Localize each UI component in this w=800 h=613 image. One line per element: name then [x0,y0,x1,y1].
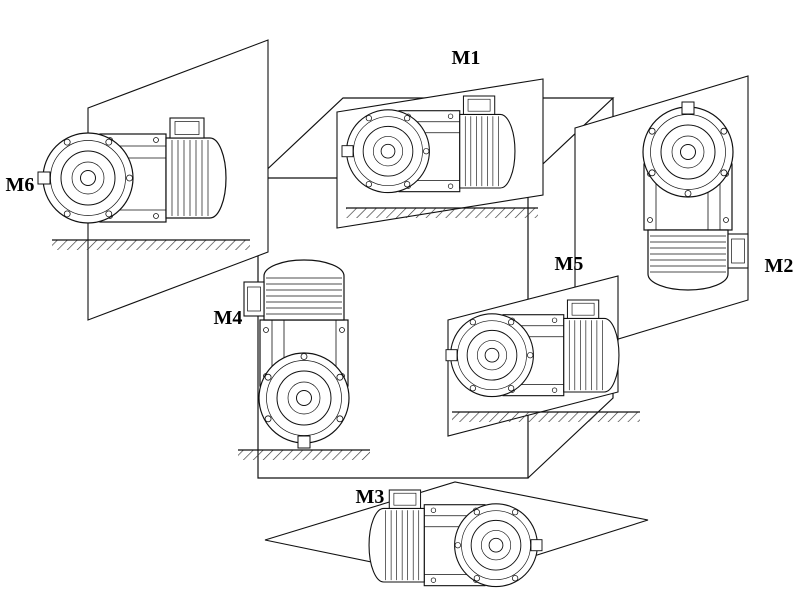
gearmotor-m4-drawing [243,259,350,449]
gearmotor-m6-drawing [37,117,227,224]
mounting-hatches [52,207,640,460]
label-m3: M3 [356,486,385,508]
label-m2: M2 [765,255,794,277]
label-m6: M6 [6,174,35,196]
label-m5: M5 [555,253,584,275]
label-m4: M4 [214,307,243,329]
label-m1: M1 [452,47,481,69]
